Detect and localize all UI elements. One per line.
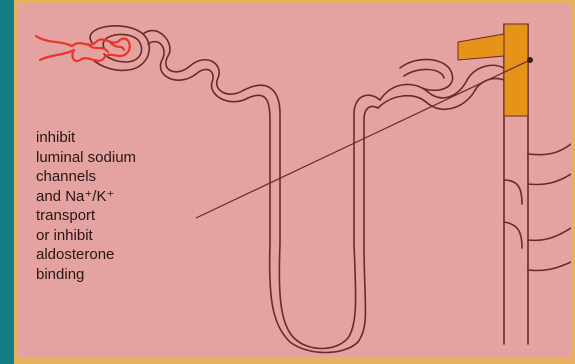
- target-dot-icon: [527, 57, 533, 63]
- proximal-tubule-outer: [143, 31, 244, 95]
- duct-branch-2: [528, 174, 571, 185]
- annotation-text: inhibit luminal sodium channels and Na⁺/…: [36, 128, 196, 284]
- duct-branch-5: [528, 228, 571, 240]
- annotation-line-2: luminal sodium: [36, 149, 136, 166]
- duct-branch-4: [504, 222, 522, 248]
- annotation-line-5: transport: [36, 207, 95, 224]
- loop-of-henle-inner: [248, 95, 378, 352]
- distal-convolution: [400, 59, 453, 90]
- annotation-line-4: and Na⁺/K⁺: [36, 188, 114, 205]
- duct-branch-3: [504, 180, 522, 204]
- annotation-line-1: inhibit: [36, 129, 75, 146]
- distal-tubule-outer: [380, 65, 504, 100]
- distal-convolution-inner: [404, 69, 444, 78]
- proximal-tubule-inner: [148, 42, 248, 102]
- loop-of-henle-outer: [244, 85, 380, 348]
- target-segment: [458, 24, 528, 116]
- duct-branch-1: [528, 144, 571, 155]
- annotation-line-3: channels: [36, 168, 96, 185]
- annotation-line-8: binding: [36, 266, 84, 283]
- distal-tubule-inner: [378, 79, 504, 110]
- glomerulus-icon: [36, 36, 130, 61]
- annotation-line-7: aldosterone: [36, 246, 114, 263]
- duct-branch-6: [528, 262, 571, 271]
- pointer-line: [196, 60, 530, 218]
- annotation-line-6: or inhibit: [36, 227, 93, 244]
